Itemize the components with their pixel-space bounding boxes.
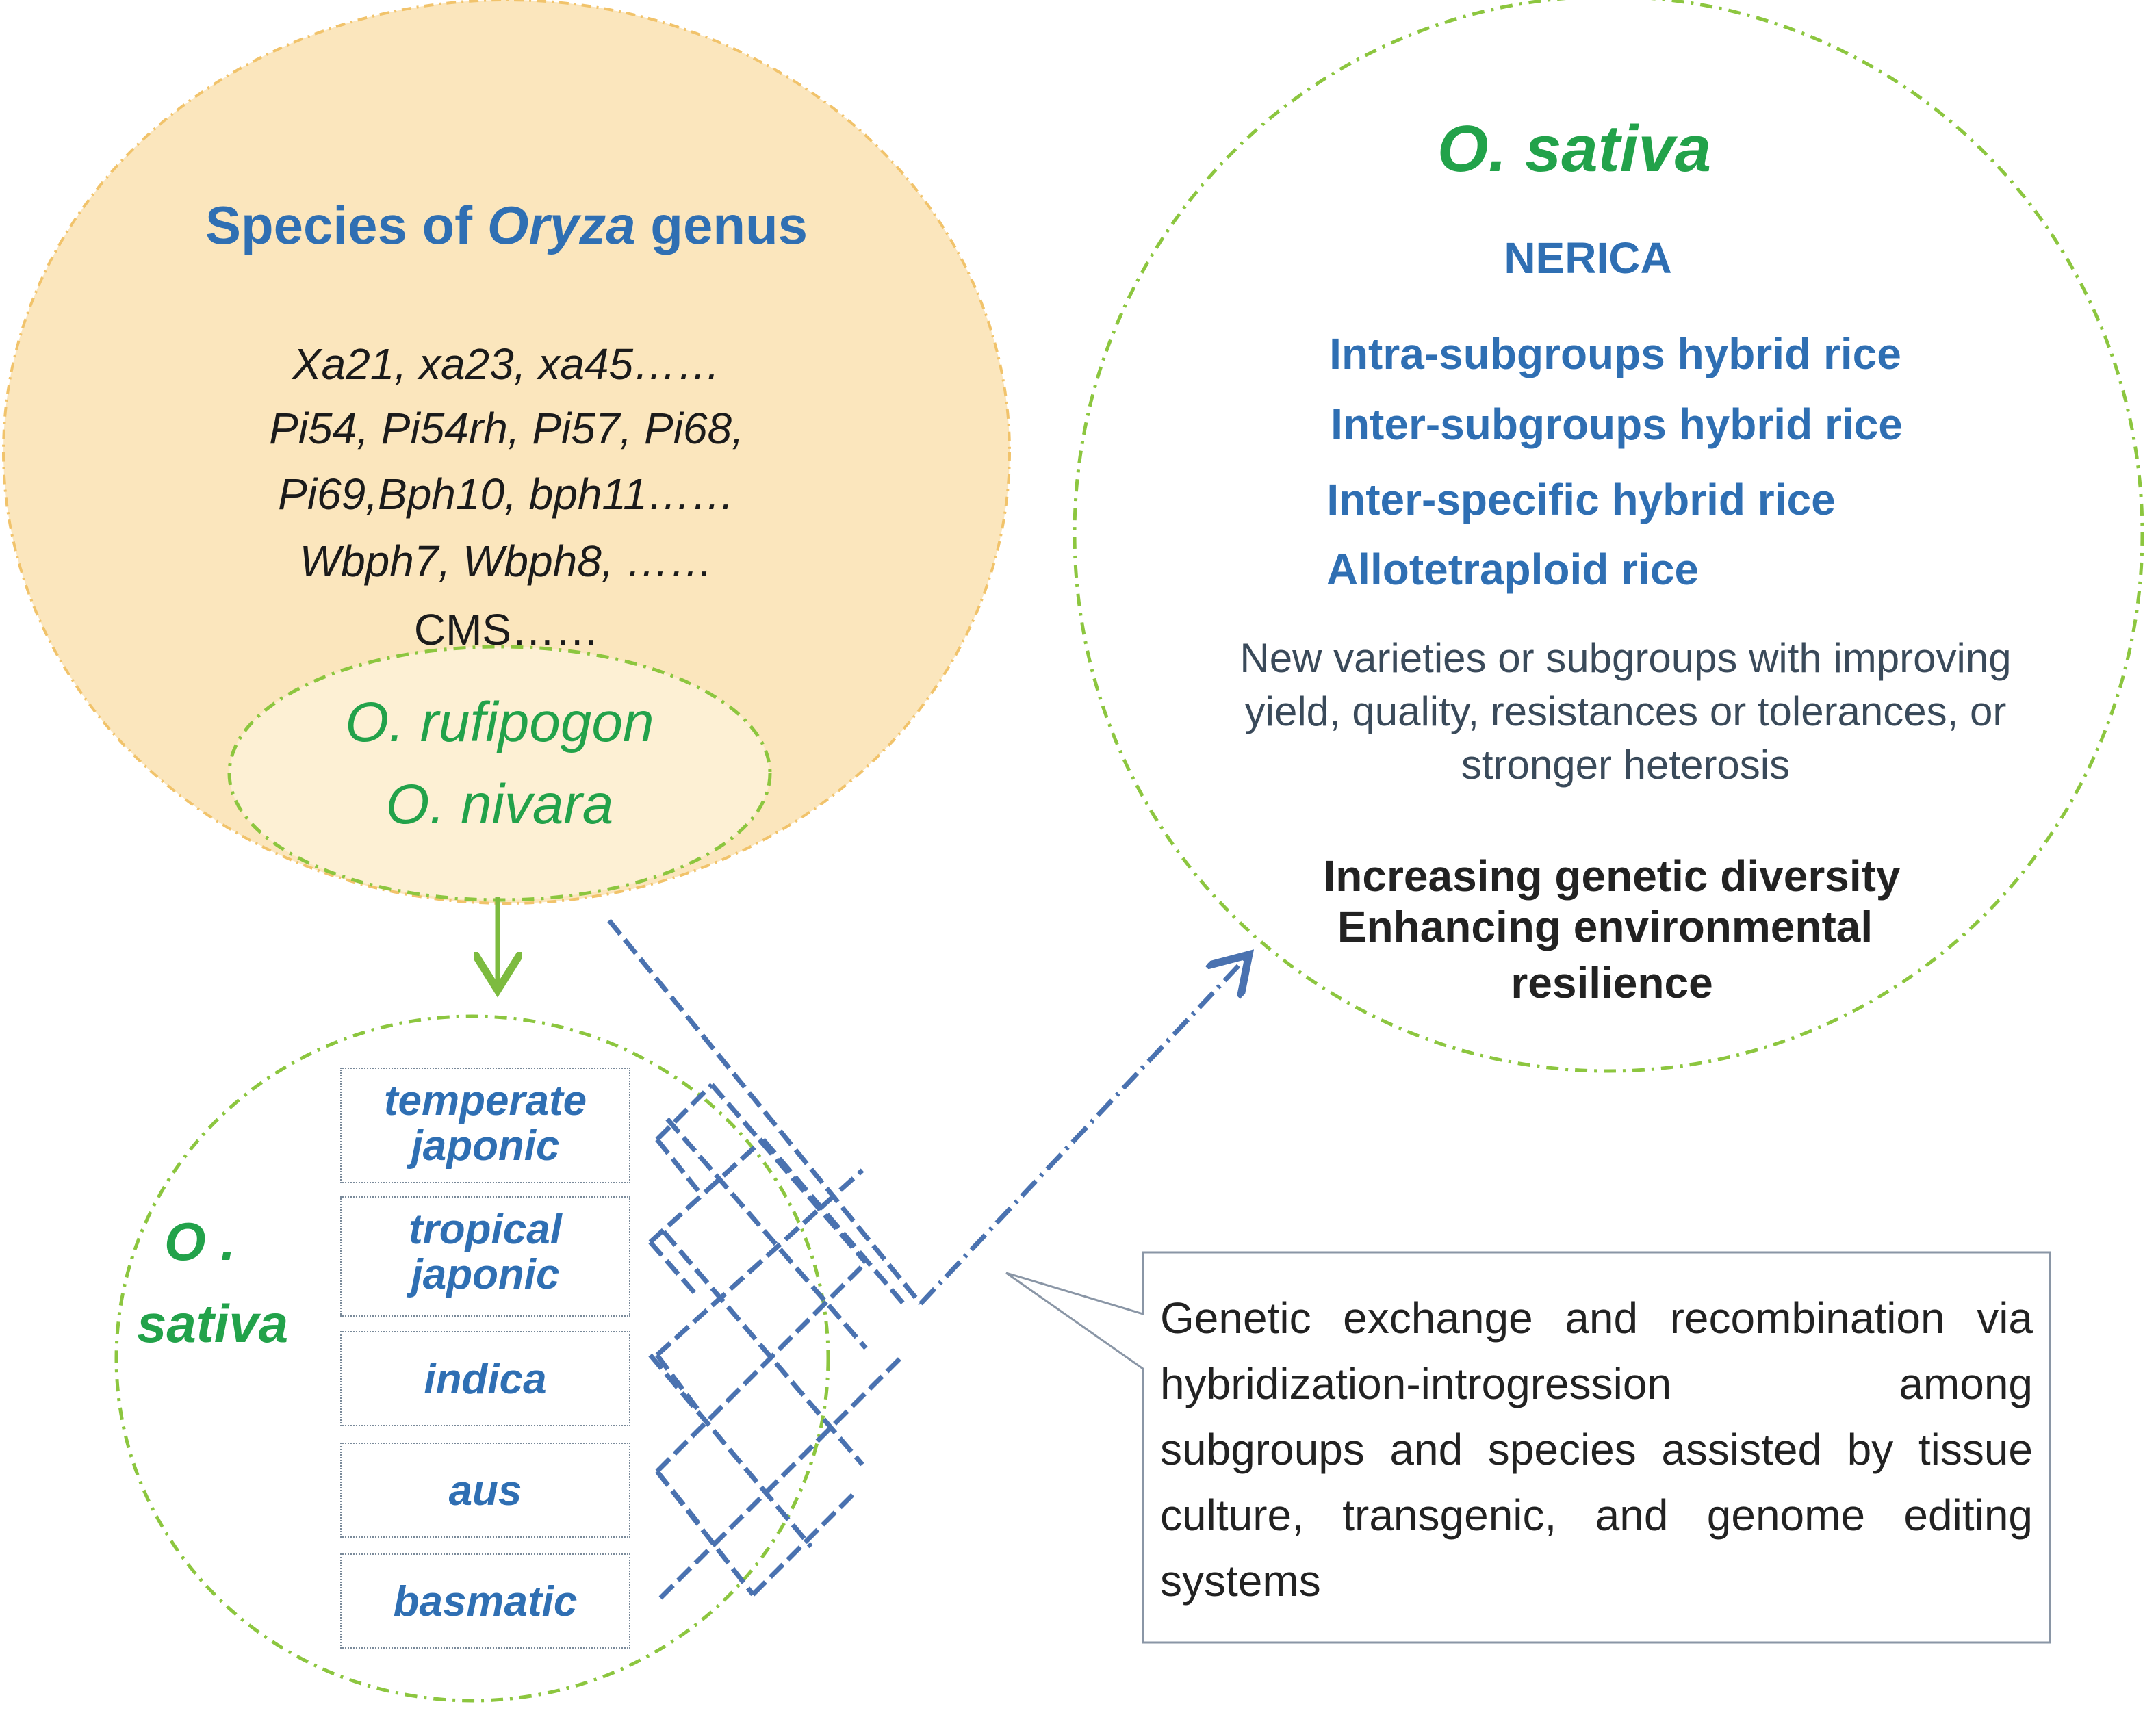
- wild-ancestor-1: O. rufipogon: [345, 691, 654, 753]
- subgroups-circle: [114, 1014, 830, 1703]
- outcome-item-nerica: NERICA: [1504, 233, 1672, 283]
- outcome-item-inter-subgroups: Inter-subgroups hybrid rice: [1331, 400, 1903, 449]
- gene-line-2: Pi54, Pi54rh, Pi57, Pi68,: [269, 404, 744, 453]
- subgroup-indica: indica: [340, 1331, 630, 1426]
- subgroup-line1: temperate: [383, 1077, 587, 1124]
- subgroup-tropical-japonic: tropical japonic: [340, 1196, 630, 1317]
- outcome-item-allotetraploid: Allotetraploid rice: [1326, 545, 1699, 594]
- outcome-item-inter-specific: Inter-specific hybrid rice: [1326, 475, 1836, 524]
- source-title-prefix: Species of: [205, 195, 487, 255]
- source-title-suffix: genus: [635, 195, 808, 255]
- subgroup-line1: basmatic: [393, 1578, 578, 1625]
- gene-line-1: Xa21, xa23, xa45……: [292, 339, 721, 389]
- outcome-circle: [1073, 0, 2144, 1073]
- wild-ancestor-2: O. nivara: [385, 773, 614, 836]
- subgroup-temperate-japonic: temperate japonic: [340, 1068, 630, 1183]
- benefit-line3: resilience: [1511, 958, 1713, 1007]
- outcome-description-line2: yield, quality, resistances or tolerance…: [1244, 688, 2007, 734]
- outcome-item-intra: Intra-subgroups hybrid rice: [1329, 329, 1901, 378]
- sativa-label-line1: O .: [164, 1211, 236, 1272]
- subgroup-basmatic: basmatic: [340, 1553, 630, 1649]
- outcome-description-line3: stronger heterosis: [1461, 742, 1791, 788]
- hybridization-lattice: [607, 918, 923, 1600]
- oryza-species-circle: [2, 0, 1011, 905]
- blue-outcome-arrow: [919, 958, 1246, 1306]
- subgroup-aus: aus: [340, 1443, 630, 1538]
- sativa-label-line2: sativa: [137, 1293, 289, 1354]
- subgroup-line1: aus: [448, 1467, 522, 1514]
- callout-shape: [1005, 1251, 2051, 1644]
- source-title: Species of Oryza genus: [205, 198, 808, 252]
- subgroup-line1: tropical: [409, 1206, 562, 1253]
- gene-line-4: Wbph7, Wbph8, ……: [299, 537, 714, 586]
- callout-text: Genetic exchange and recombination via h…: [1160, 1293, 2033, 1606]
- outcome-title: O. sativa: [1437, 112, 1712, 185]
- outcome-description-line1: New varieties or subgroups with improvin…: [1240, 635, 2012, 681]
- benefit-line2: Enhancing environmental: [1337, 902, 1873, 951]
- subgroup-line2: japonic: [411, 1251, 560, 1298]
- benefit-line1: Increasing genetic diversity: [1323, 851, 1901, 901]
- source-title-genus: Oryza: [487, 195, 636, 255]
- subgroup-line2: japonic: [411, 1122, 560, 1170]
- cms-label: CMS……: [413, 605, 600, 654]
- subgroup-line1: indica: [424, 1356, 547, 1403]
- gene-line-3: Pi69,Bph10, bph11……: [278, 469, 735, 519]
